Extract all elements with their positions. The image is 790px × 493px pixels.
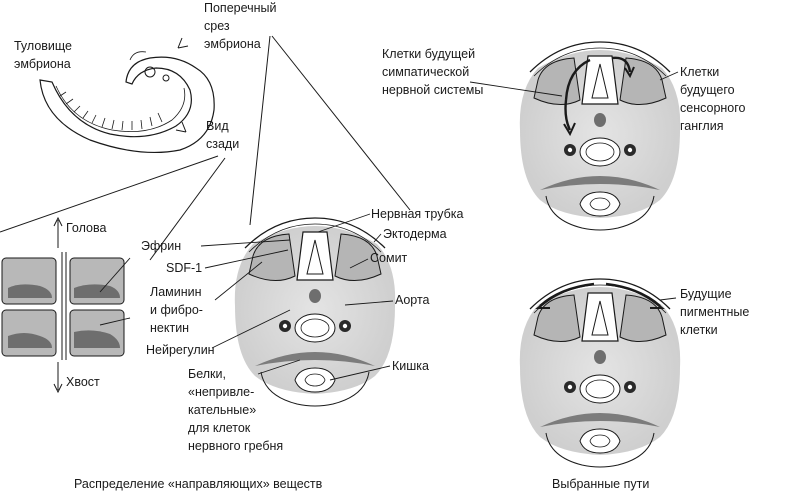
label-ephrin: Эфрин <box>141 239 181 253</box>
label-sensory: Клетки будущего сенсорного ганглия <box>680 65 749 133</box>
label-laminin: Ламинин и фибро- нектин <box>150 285 206 335</box>
sensory-path-arrow <box>611 56 635 79</box>
dorsal-view-drawing <box>1 252 125 360</box>
label-dorsal-view: Вид сзади <box>206 119 239 151</box>
tail-arrow-icon <box>53 362 63 394</box>
label-aorta: Аорта <box>395 293 430 307</box>
sensory-path-section <box>519 41 681 231</box>
label-tail: Хвост <box>66 375 100 389</box>
caption-right: Выбранные пути <box>552 477 649 491</box>
label-sympathetic: Клетки будущей симпатической нервной сис… <box>382 47 483 97</box>
pigment-path-arrow <box>535 282 665 309</box>
label-cross-section: Поперечный срез эмбриона <box>204 1 280 51</box>
label-pigment: Будущие пигментные клетки <box>680 287 753 337</box>
head-arrow-icon <box>53 216 63 248</box>
label-proteins: Белки, «непривле- кательные» для клеток … <box>188 367 283 453</box>
label-gut: Кишка <box>392 359 429 373</box>
label-somite: Сомит <box>370 251 408 265</box>
label-neuregulin: Нейрегулин <box>146 343 215 357</box>
label-head: Голова <box>66 221 106 235</box>
sympathetic-path-arrow <box>563 58 591 137</box>
central-cross-section <box>234 217 396 407</box>
embryo-trunk-drawing <box>39 51 215 154</box>
connector-lines <box>0 35 411 261</box>
label-ectoderm: Эктодерма <box>383 227 447 241</box>
label-sdf1: SDF-1 <box>166 261 202 275</box>
label-leaders <box>99 71 679 381</box>
label-neural-tube: Нервная трубка <box>371 207 463 221</box>
label-trunk: Туловище эмбриона <box>14 39 76 71</box>
caption-left: Распределение «направляющих» веществ <box>74 477 323 491</box>
